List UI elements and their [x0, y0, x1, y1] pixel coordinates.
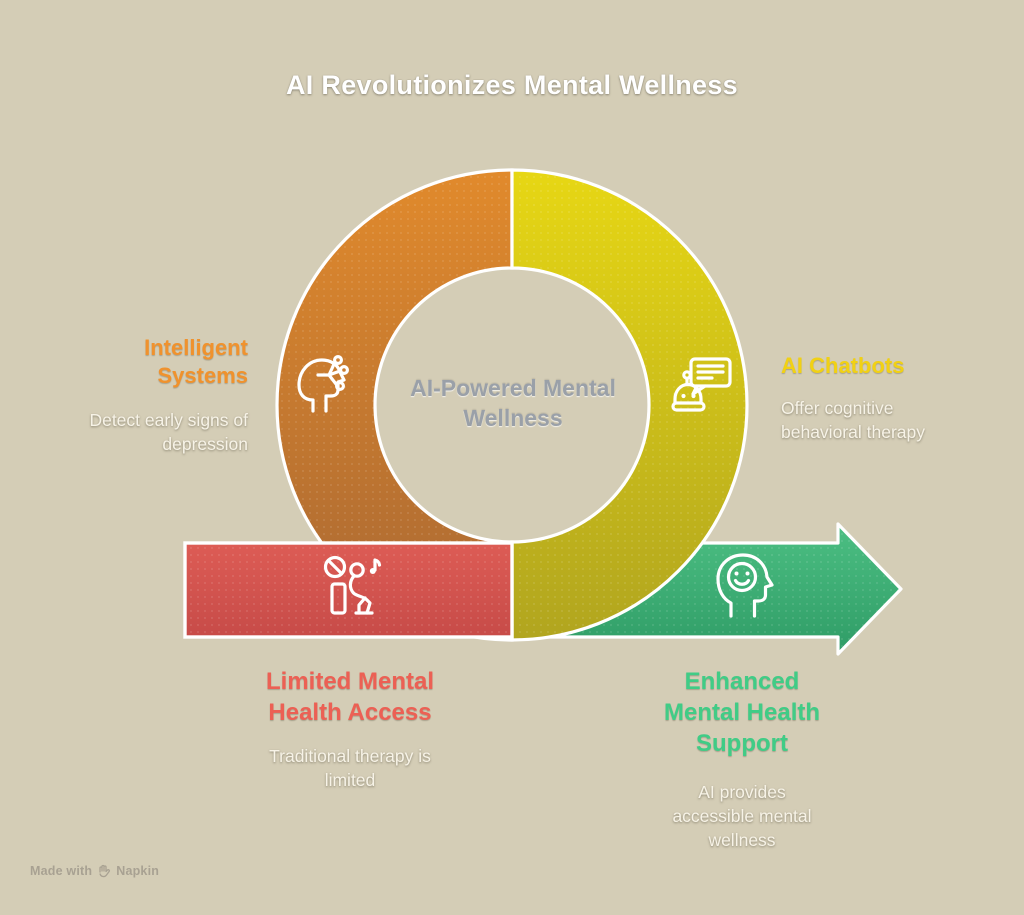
red-bar-texture: [185, 543, 512, 637]
orange-arc-texture: [277, 170, 512, 640]
node-heading: AI Chatbots: [781, 353, 905, 378]
node-ai-chatbots: AI Chatbots Offer cognitive behavioral t…: [781, 352, 1016, 444]
no-music-person-icon: [323, 555, 382, 615]
center-label: AI-Powered Mental Wellness: [410, 375, 616, 431]
node-description: Offer cognitive behavioral therapy: [781, 398, 925, 442]
chatbot-speech-icon: [671, 357, 732, 412]
napkin-hand-icon: [99, 864, 111, 878]
node-description: Traditional therapy is limited: [269, 746, 431, 790]
node-heading: Intelligent Systems: [144, 335, 248, 388]
brand-label: Napkin: [116, 864, 160, 878]
node-heading: Enhanced Mental Health Support: [663, 668, 821, 757]
node-intelligent-systems: Intelligent Systems Detect early signs o…: [18, 334, 248, 456]
node-description: Detect early signs of depression: [89, 410, 248, 454]
smiley-head-icon: [716, 553, 774, 618]
node-enhanced-mental-health-support: Enhanced Mental Health Support AI provid…: [595, 666, 889, 852]
node-limited-mental-health-access: Limited Mental Health Access Traditional…: [203, 666, 497, 792]
made-with-label: Made with: [30, 864, 93, 878]
node-heading: Limited Mental Health Access: [265, 668, 434, 726]
page-title: AI Revolutionizes Mental Wellness: [286, 70, 738, 100]
head-circuit-icon: [297, 354, 349, 413]
yellow-arc-texture: [512, 170, 747, 640]
node-description: AI provides accessible mental wellness: [672, 782, 812, 850]
made-with-napkin-watermark[interactable]: Made with Napkin: [30, 864, 159, 878]
